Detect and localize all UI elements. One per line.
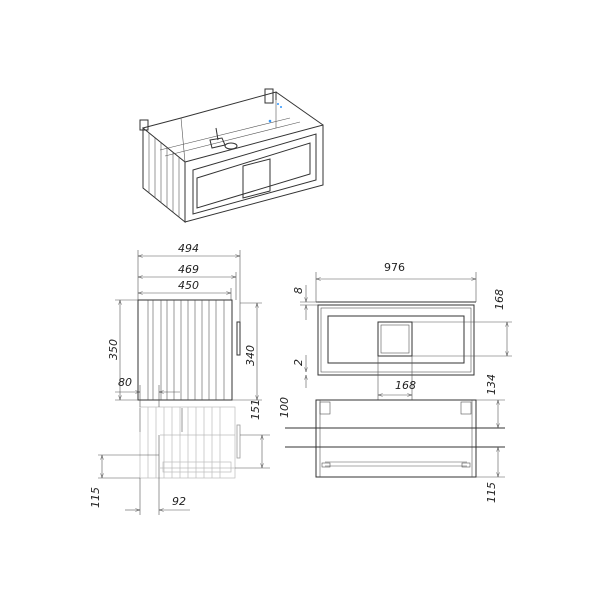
isometric-cabinet-view (139, 88, 324, 224)
dim-168-vertical: 168 (493, 289, 506, 310)
side-section-view: 80 151 115 92 100 (89, 376, 291, 515)
dim-8: 8 (292, 287, 305, 294)
dim-115-left: 115 (89, 487, 102, 508)
side-view: 494 469 450 350 340 (107, 242, 262, 401)
dim-92: 92 (172, 495, 186, 508)
rear-section-view: 134 115 (285, 374, 505, 503)
dim-340: 340 (244, 345, 257, 366)
dim-469: 469 (178, 263, 199, 276)
dim-80: 80 (118, 376, 132, 389)
dim-976: 976 (384, 261, 405, 274)
dim-494: 494 (178, 242, 199, 255)
front-view: 976 8 2 168 168 (292, 261, 512, 400)
dim-100: 100 (278, 397, 291, 418)
dim-151: 151 (249, 399, 262, 420)
dim-350: 350 (107, 339, 120, 360)
dim-168-horizontal: 168 (395, 379, 416, 392)
dim-115-right: 115 (485, 482, 498, 503)
dim-2: 2 (292, 359, 305, 366)
dim-450: 450 (178, 279, 199, 292)
dim-134: 134 (485, 374, 498, 395)
